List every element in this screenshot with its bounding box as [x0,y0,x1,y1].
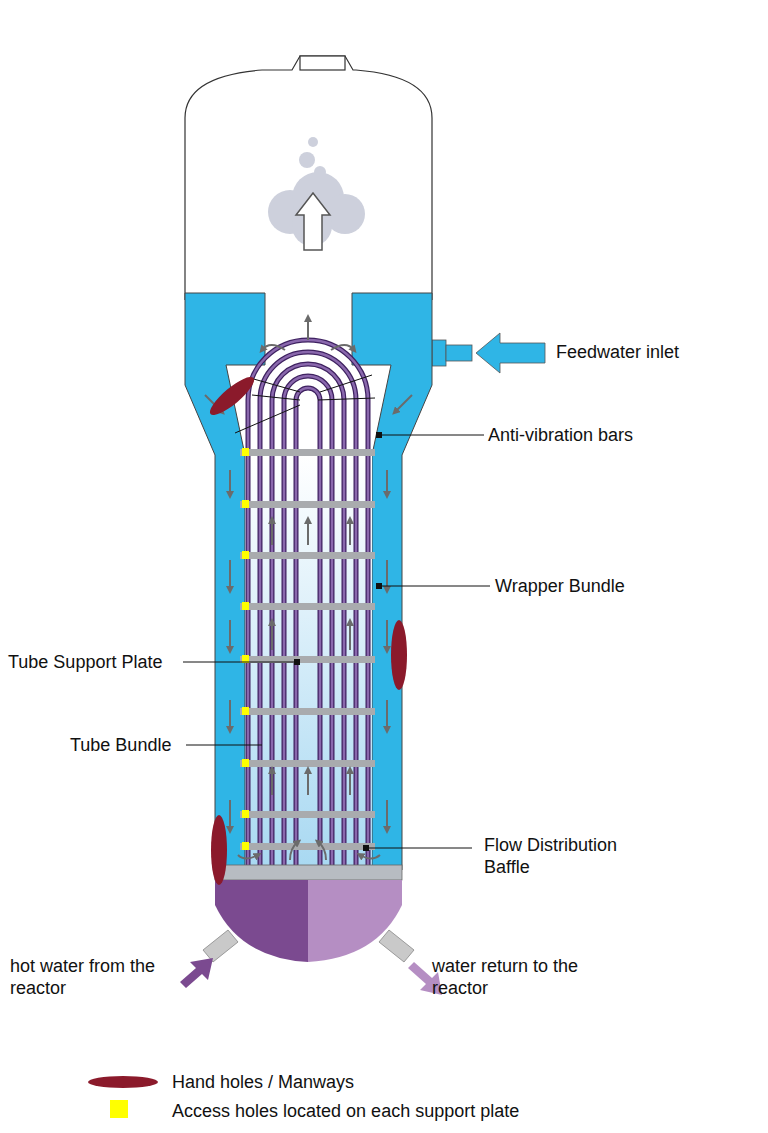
support-plate [240,760,375,767]
flow-arrow [386,700,388,730]
legend-swatch [88,1076,158,1088]
outlet-nozzle [379,930,414,962]
flow-arrow [307,318,309,340]
flow-arrows [205,318,412,860]
tube-bundle [248,340,368,865]
upper-shell [185,56,432,300]
access-hole [242,759,249,767]
tube [296,388,320,865]
flow-arrow [307,770,309,795]
flow-arrow [262,345,285,350]
flow-arrow [238,855,258,859]
hand-hole [211,815,227,885]
part-label: Tube Bundle [70,734,190,756]
flow-arrow [395,395,412,412]
access-hole [242,500,249,508]
flow-arrow [307,520,309,545]
tube-support-plates [240,448,375,850]
hand-hole [391,620,407,690]
part-label: Anti-vibration bars [488,424,748,446]
feedwater-label: Feedwater inlet [556,341,756,363]
inlet-nozzle [203,930,238,962]
tubesheet [215,865,402,880]
steam-nozzle [300,56,345,70]
flow-arrow [229,800,231,830]
part-label: Flow Distribution Baffle [484,834,659,878]
feedwater-arrow [476,333,545,373]
tube-highlight [248,340,368,865]
support-plate [240,843,375,850]
hand-hole [205,372,258,420]
outlet-plenum [308,880,402,962]
flow-arrow [360,855,380,859]
flow-arrow [331,345,354,350]
leader-dots [294,432,382,851]
flow-arrow [386,620,388,650]
support-plate [240,603,375,610]
legend-swatch [110,1100,128,1118]
flow-arrow [271,770,273,795]
flow-arrow [229,560,231,590]
part-label: Wrapper Bundle [495,575,695,597]
flow-arrow [318,842,326,860]
support-plate [240,708,375,715]
flow-arrow [229,700,231,730]
support-plate [240,501,375,508]
anti-vibration-bars [235,375,375,433]
flow-arrow [290,842,298,860]
flow-arrow [229,470,231,495]
support-plate [240,449,375,456]
support-plate [240,811,375,818]
access-hole [242,842,249,850]
flow-arrow [386,800,388,830]
part-label: Tube Support Plate [8,651,188,673]
steam-cloud [268,137,365,250]
access-hole [242,602,249,610]
tube [272,364,344,865]
tube [248,340,368,865]
feedwater-pipe [446,345,472,361]
legend-text: Hand holes / Manways [172,1071,732,1093]
access-hole [242,810,249,818]
flow-arrow [271,622,273,650]
flow-arrow [229,620,231,650]
flow-label: water return to the reactor [432,955,622,999]
access-hole [242,448,249,456]
flow-arrow [349,770,351,795]
leader-lines [183,435,490,848]
access-hole [242,551,249,559]
flow-arrow [386,470,388,495]
tube-highlight [272,364,344,865]
flow-arrow [271,520,273,545]
flow-label: hot water from the reactor [10,955,195,999]
tube-highlight [296,388,320,865]
access-hole [242,707,249,715]
hot-water-arrow [180,958,213,988]
support-plate [240,552,375,559]
feedwater-nozzle [432,340,446,366]
legend-text: Access holes located on each support pla… [172,1100,732,1122]
flow-arrow [349,520,351,545]
flow-arrow [349,622,351,650]
